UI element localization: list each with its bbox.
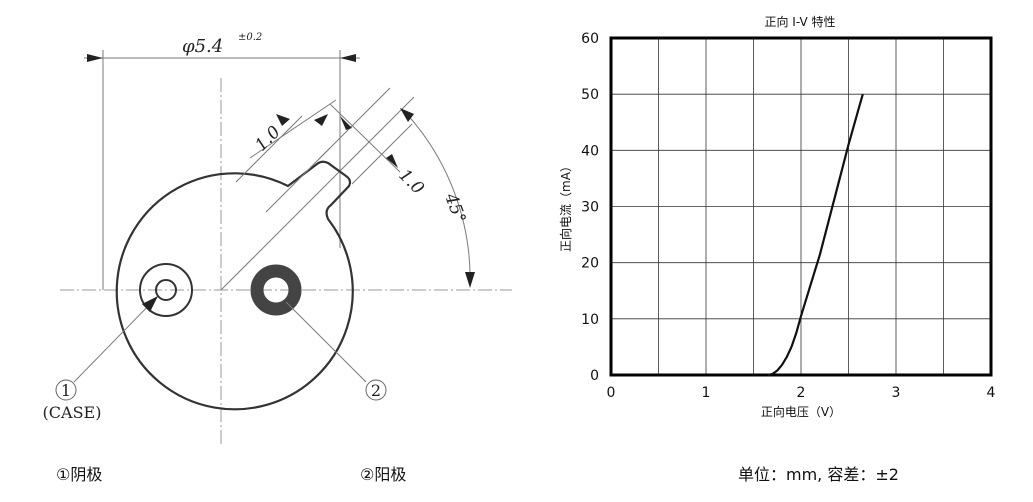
tab-height-dimension-line [329, 103, 401, 173]
y-tick-label: 50 [581, 87, 599, 103]
y-tick-label: 20 [581, 256, 599, 272]
plot-frame [609, 36, 993, 377]
series-line-forward-current [767, 93, 864, 377]
y-tick-label: 60 [581, 31, 599, 47]
diagonal-centerline [220, 96, 415, 291]
tab-height-label: 1.0 [394, 165, 427, 198]
y-tick-labels: 0 10 20 30 40 50 60 [581, 31, 599, 384]
diameter-tolerance: ±0.2 [238, 32, 262, 43]
x-tick-label: 4 [987, 385, 996, 401]
pad-2-ring [250, 264, 302, 316]
x-tick-label: 0 [607, 385, 616, 401]
diameter-label: φ5.4 [182, 36, 223, 57]
x-axis-label: 正向电压（V） [761, 404, 841, 419]
tab-height-arrow-a [340, 116, 352, 130]
x-tick-label: 3 [892, 385, 901, 401]
callout-2-circle [365, 379, 387, 401]
callout-1-arrow [142, 296, 158, 312]
caption-cathode: ①阴极 [56, 465, 103, 484]
outline-drawing: φ5.4 ±0.2 1.0 1.0 45° 1 (CASE) 2 [43, 32, 512, 445]
iv-chart: 正向 I-V 特性 0 10 20 30 40 50 60 0 1 2 3 4 正向电压（V） 正向… [558, 14, 996, 419]
diameter-arrow-left [87, 54, 103, 62]
tab-height-extension-a [317, 87, 391, 161]
case-outline [115, 160, 354, 411]
tab-width-arrow-a [276, 114, 290, 126]
tab-width-dimension-line [249, 99, 337, 159]
angle-label: 45° [440, 190, 469, 226]
y-tick-label: 40 [581, 143, 599, 159]
diameter-arrow-right [340, 54, 356, 62]
caption-anode: ②阳极 [360, 465, 407, 484]
pad-1-ring [139, 263, 193, 317]
callout-1-note: (CASE) [43, 403, 102, 422]
chart-title: 正向 I-V 特性 [764, 14, 835, 29]
callout-1-circle [55, 379, 77, 401]
y-tick-label: 0 [590, 368, 599, 384]
callout-2-number: 2 [371, 381, 381, 400]
y-axis-label: 正向电流（mA） [558, 160, 573, 252]
chart-grid [611, 38, 991, 375]
x-tick-labels: 0 1 2 3 4 [607, 385, 996, 401]
callout-1-number: 1 [61, 381, 71, 400]
angle-arrow-top [400, 108, 414, 122]
x-tick-label: 1 [702, 385, 711, 401]
y-tick-label: 30 [581, 200, 599, 216]
x-tick-label: 2 [797, 385, 806, 401]
tab-width-extension-a [235, 115, 303, 183]
angle-arrow-bottom [465, 272, 475, 288]
y-tick-label: 10 [581, 312, 599, 328]
callout-2-leader [285, 301, 367, 383]
tab-width-label: 1.0 [251, 122, 284, 155]
callout-1-leader [73, 297, 157, 383]
pad-1-hole [155, 279, 177, 301]
caption-unit-note: 单位：mm, 容差：±2 [738, 465, 899, 484]
tab-width-arrow-b [314, 114, 328, 126]
tab-height-arrow-b [386, 154, 398, 168]
angle-arc [404, 111, 471, 287]
